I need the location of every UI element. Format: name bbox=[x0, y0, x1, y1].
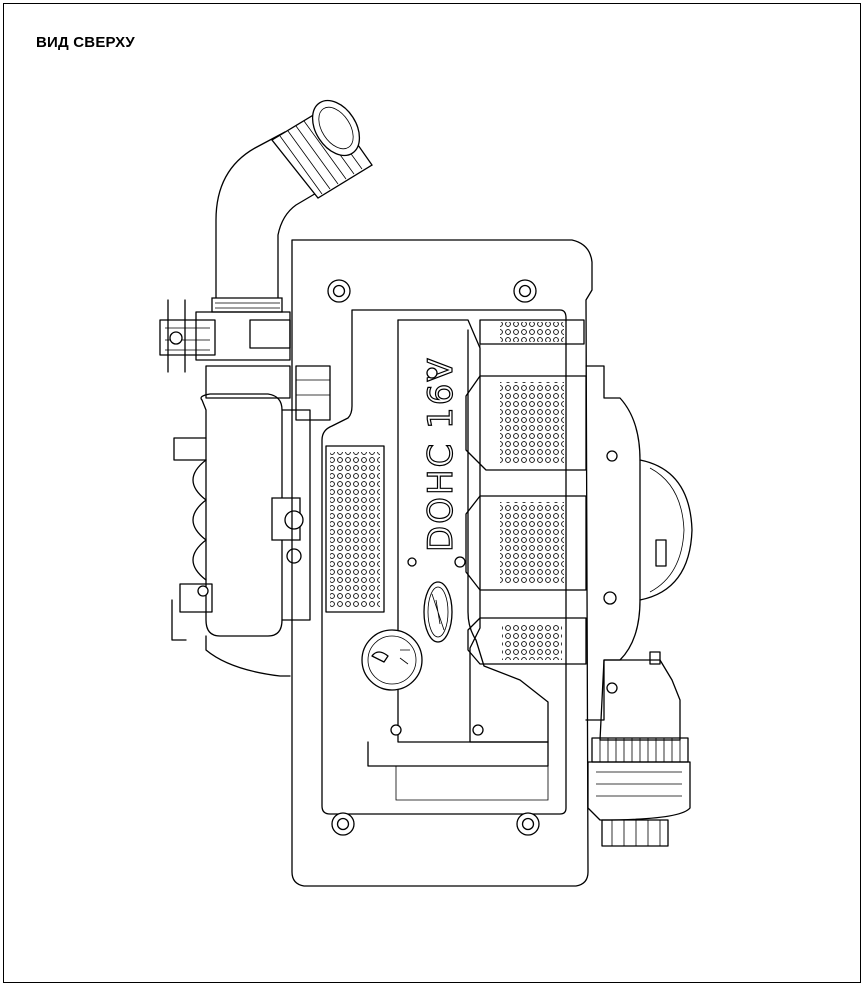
svg-text:DOHC 16V: DOHC 16V bbox=[421, 356, 461, 552]
bolt-right-3 bbox=[606, 682, 618, 694]
cover-vent-left bbox=[325, 445, 385, 613]
cover-brand-text: DOHC 16V bbox=[420, 356, 461, 553]
bolt-top-right bbox=[513, 279, 537, 303]
bolt-right-2 bbox=[603, 591, 617, 605]
vent-panel-2 bbox=[465, 375, 587, 471]
cover-bolts bbox=[327, 279, 540, 836]
bolt-bottom-right bbox=[516, 812, 540, 836]
figure-frame bbox=[3, 3, 861, 983]
vent-panel-3 bbox=[465, 495, 587, 591]
bolt-bottom-left bbox=[331, 812, 355, 836]
figure-title: ВИД СВЕРХУ bbox=[36, 34, 135, 51]
intake-manifold bbox=[171, 365, 331, 677]
hyundai-logo-icon bbox=[423, 581, 453, 643]
oil-filler-cap bbox=[361, 629, 423, 691]
throttle-body bbox=[159, 299, 291, 399]
vent-panel-4 bbox=[467, 617, 587, 665]
bolt-right-1 bbox=[606, 450, 618, 462]
air-intake-hose bbox=[211, 99, 373, 313]
alternator bbox=[587, 651, 691, 847]
valve-cover-outline bbox=[291, 239, 593, 887]
vent-panel-1 bbox=[479, 319, 585, 345]
bolt-top-left bbox=[327, 279, 351, 303]
center-cover: DOHC 16V bbox=[367, 319, 549, 801]
cover-vent-right bbox=[465, 319, 587, 665]
timing-cover bbox=[585, 365, 693, 721]
